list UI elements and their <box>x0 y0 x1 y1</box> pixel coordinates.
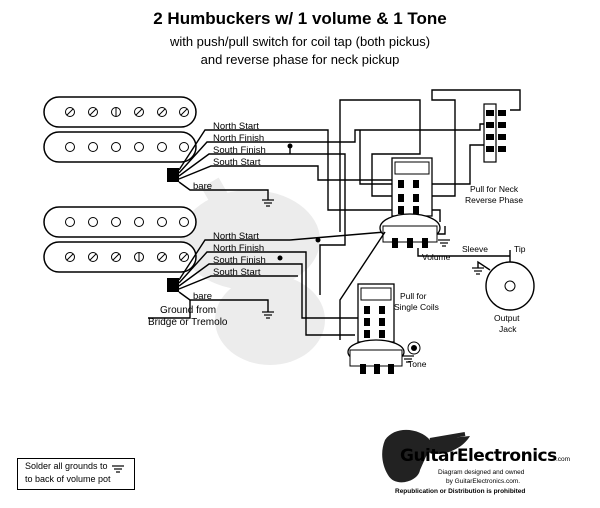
neck-wire-bare: bare <box>193 181 213 192</box>
bridge-wire-south-start: South Start <box>213 267 261 278</box>
tip-label: Tip <box>514 244 526 254</box>
ground-note-line1: Solder all grounds to <box>25 461 108 471</box>
pull-single-label-1: Pull for <box>400 291 427 301</box>
output-jack <box>477 250 535 311</box>
bridge-pickup <box>43 206 197 292</box>
diagram-subtitle-2: and reverse phase for neck pickup <box>200 52 400 67</box>
sleeve-label: Sleeve <box>462 244 488 254</box>
bridge-wire-bare: bare <box>193 291 213 302</box>
neck-pickup <box>43 96 197 182</box>
neck-wire-north-start: North Start <box>213 121 259 132</box>
diagram-subtitle-1: with push/pull switch for coil tap (both… <box>169 34 431 49</box>
neck-wire-south-finish: South Finish <box>213 145 266 156</box>
bridge-wire-north-finish: North Finish <box>213 243 265 254</box>
logo-brand-suffix: .com <box>556 456 571 463</box>
neck-wires <box>178 123 493 295</box>
tone-push-pull-switch <box>347 283 421 374</box>
diagram-title: 2 Humbuckers w/ 1 volume & 1 Tone <box>153 9 447 28</box>
ground-symbol-volume <box>438 239 450 247</box>
ground-label-2: Bridge or Tremolo <box>148 317 228 328</box>
logo-brand: GuitarElectronics <box>400 446 557 466</box>
ground-symbol-note <box>112 465 124 473</box>
tone-label: Tone <box>408 359 427 369</box>
bridge-wire-north-start: North Start <box>213 231 259 242</box>
ground-symbol-neck <box>262 199 274 207</box>
volume-push-pull-switch <box>379 157 441 248</box>
solder-dots <box>277 143 321 261</box>
logo-credit-2: by GuitarElectronics.com. <box>446 478 521 485</box>
pull-single-label-2: Single Coils <box>394 302 439 312</box>
logo-guitar <box>382 429 470 483</box>
bridge-wires <box>148 231 386 336</box>
ground-note-box <box>17 458 135 490</box>
ground-symbol-jack <box>472 267 484 275</box>
pull-neck-label-1: Pull for Neck <box>470 184 519 194</box>
ground-symbol-tone <box>402 355 414 363</box>
bridge-wire-south-finish: South Finish <box>213 255 266 266</box>
ground-label-1: Ground from <box>160 305 217 316</box>
terminal-strip <box>483 103 506 163</box>
pull-neck-label-2: Reverse Phase <box>465 195 524 205</box>
logo-republication: Republication or Distribution is prohibi… <box>395 488 526 495</box>
output-label-2: Jack <box>499 324 517 334</box>
neck-wire-north-finish: North Finish <box>213 133 265 144</box>
output-label-1: Output <box>494 313 520 323</box>
ground-note-line2: to back of volume pot <box>25 474 111 484</box>
ground-symbol-bridge <box>262 311 274 319</box>
volume-label: Volume <box>422 252 451 262</box>
neck-wire-south-start: South Start <box>213 157 261 168</box>
logo-credit-1: Diagram designed and owned <box>438 469 525 476</box>
volume-wires <box>339 89 521 340</box>
